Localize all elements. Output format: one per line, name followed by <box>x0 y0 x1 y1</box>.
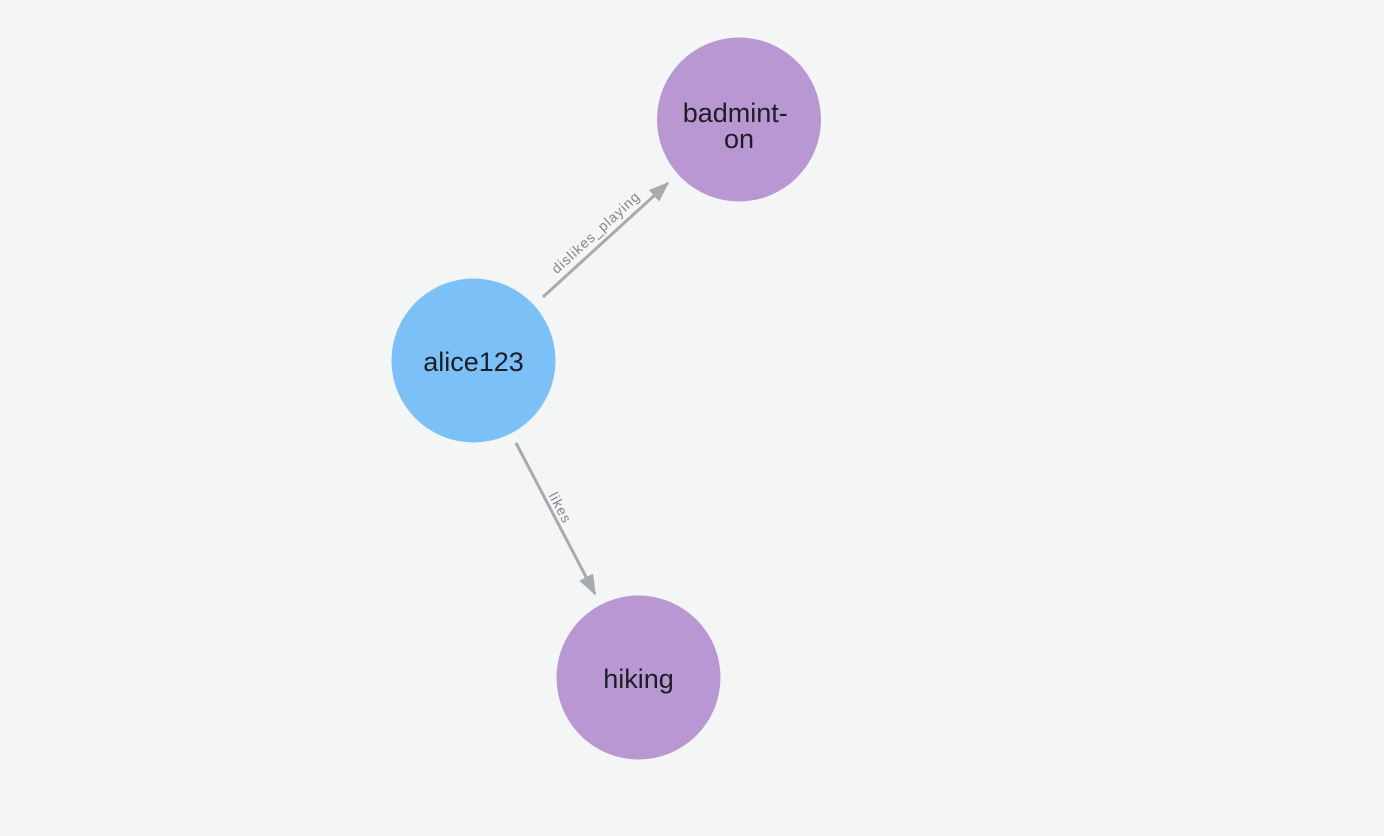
node-circle-hiking[interactable] <box>556 595 721 760</box>
node-circle-alice123[interactable] <box>391 278 556 443</box>
edge-label-dislikes-playing: dislikes_playing <box>548 188 643 277</box>
edge-dislikes-playing[interactable]: dislikes_playing <box>541 181 670 299</box>
edge-likes[interactable]: likes <box>514 442 597 596</box>
node-circle-badminton[interactable] <box>657 37 821 202</box>
node-label-line: badmint- <box>683 98 788 128</box>
node-hiking[interactable]: hiking <box>556 595 721 760</box>
node-label-alice123: alice123 <box>423 347 524 377</box>
edge-line-likes[interactable] <box>514 442 597 596</box>
node-label-hiking: hiking <box>603 664 674 694</box>
node-badminton[interactable]: badmint- on <box>657 37 821 202</box>
edge-line-dislikes-playing[interactable] <box>541 181 670 299</box>
node-label-line: on <box>724 124 754 154</box>
node-label-badminton: badmint- on <box>683 98 796 154</box>
node-alice123[interactable]: alice123 <box>391 278 556 443</box>
